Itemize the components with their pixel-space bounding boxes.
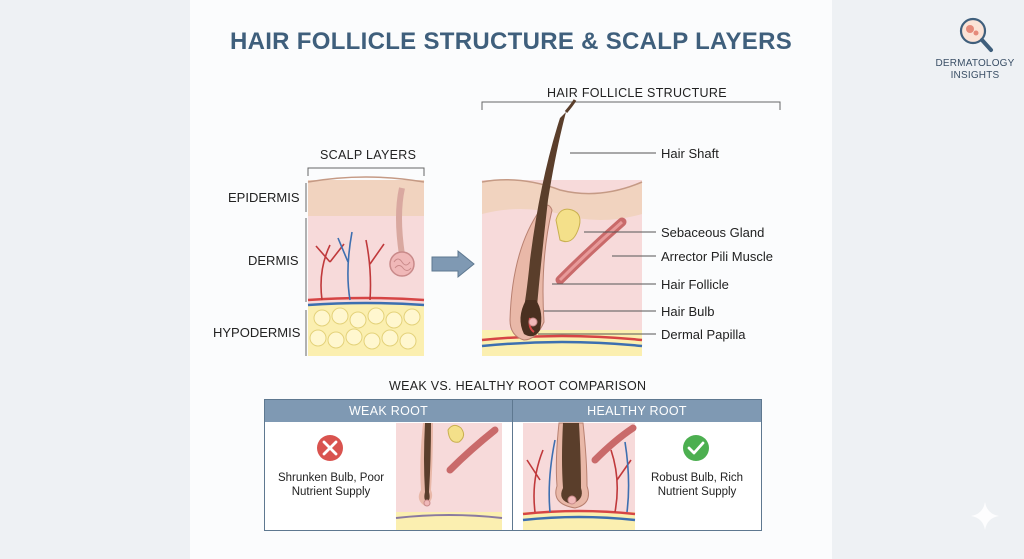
panel-divider xyxy=(512,400,513,530)
arrow-icon xyxy=(431,249,475,279)
follicle-structure-heading: HAIR FOLLICLE STRUCTURE xyxy=(547,86,727,100)
label-hair-shaft: Hair Shaft xyxy=(661,146,719,161)
layer-label-epidermis: EPIDERMIS xyxy=(228,190,300,205)
brand-name-line2: INSIGHTS xyxy=(950,70,1000,81)
hair-follicle-illustration xyxy=(481,99,643,356)
label-sebaceous-gland: Sebaceous Gland xyxy=(661,225,765,240)
page-title: HAIR FOLLICLE STRUCTURE & SCALP LAYERS xyxy=(229,28,793,55)
root-comparison-drawing xyxy=(317,422,709,530)
root-comparison-panel: WEAK ROOT HEALTHY ROOT xyxy=(264,399,762,531)
label-arrector-pili-muscle: Arrector Pili Muscle xyxy=(661,249,773,264)
label-hair-follicle: Hair Follicle xyxy=(661,277,729,292)
label-dermal-papilla: Dermal Papilla xyxy=(661,327,746,342)
magnifier-skin-icon xyxy=(959,17,993,52)
brand-logo: DERMATOLOGY INSIGHTS xyxy=(930,14,1020,82)
brand-name-line1: DERMATOLOGY xyxy=(935,58,1015,69)
label-hair-bulb: Hair Bulb xyxy=(661,304,715,319)
layer-label-hypodermis: HYPODERMIS xyxy=(213,325,301,340)
healthy-root-caption: Robust Bulb, Rich Nutrient Supply xyxy=(650,472,744,498)
weak-root-header: WEAK ROOT xyxy=(265,400,512,422)
weak-root-illustration xyxy=(395,423,503,530)
weak-root-caption: Shrunken Bulb, Poor Nutrient Supply xyxy=(277,472,385,498)
check-circle-icon xyxy=(683,435,709,461)
scalp-layers-illustration xyxy=(307,176,425,356)
scalp-layers-heading: SCALP LAYERS xyxy=(320,148,417,162)
x-circle-icon xyxy=(317,435,343,461)
layer-label-dermis: DERMIS xyxy=(248,253,299,268)
comparison-heading: WEAK VS. HEALTHY ROOT COMPARISON xyxy=(389,379,647,393)
healthy-root-header: HEALTHY ROOT xyxy=(513,400,761,422)
healthy-root-illustration xyxy=(522,422,637,530)
